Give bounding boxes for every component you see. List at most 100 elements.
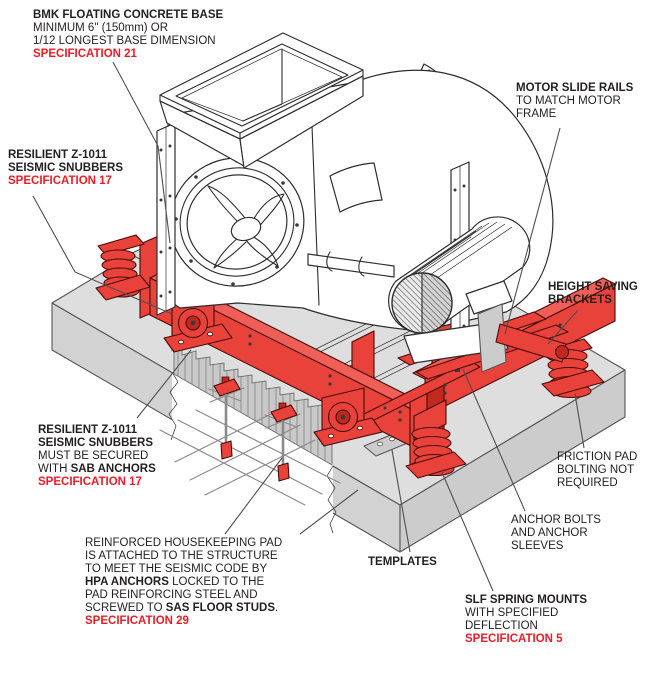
callout-reinforced-housekeeping-pad-line: HPA ANCHORS LOCKED TO THE bbox=[85, 576, 282, 589]
callout-reinforced-housekeeping-pad-line: SCREWED TO SAS FLOOR STUDS. bbox=[85, 602, 282, 615]
drive-shaft bbox=[307, 251, 395, 278]
hpa-anchor bbox=[270, 402, 298, 482]
callout-text: SLF SPRING MOUNTS bbox=[465, 594, 588, 606]
callout-resilient-seismic-snubbers-upper-line: SPECIFICATION 17 bbox=[8, 175, 123, 188]
leader-line-reinforced-housekeeping-pad bbox=[299, 489, 359, 535]
callout-bmk-floating-concrete-base-line: SPECIFICATION 21 bbox=[33, 48, 223, 61]
callout-resilient-seismic-snubbers-upper-line: SEISMIC SNUBBERS bbox=[8, 162, 123, 175]
leader-line-height-saving-brackets bbox=[547, 309, 579, 345]
spring-mount-left bbox=[95, 234, 151, 301]
callout-text: AND ANCHOR bbox=[511, 527, 588, 539]
callout-text: SCREWED TO bbox=[85, 602, 166, 614]
pad-cut-face bbox=[173, 344, 333, 466]
callout-friction-pad-line: FRICTION PAD bbox=[557, 451, 637, 464]
callout-friction-pad-line: BOLTING NOT bbox=[557, 464, 637, 477]
callout-anchor-bolts-line: AND ANCHOR bbox=[511, 527, 601, 540]
callout-text: HPA ANCHORS bbox=[85, 576, 169, 588]
callout-templates: TEMPLATES bbox=[368, 556, 437, 569]
callout-text: SEISMIC SNUBBERS bbox=[38, 437, 154, 449]
callout-text: SPECIFICATION 5 bbox=[465, 633, 563, 645]
callout-text: SAB ANCHORS bbox=[70, 463, 156, 475]
callout-resilient-seismic-snubbers-lower-line: RESILIENT Z-1011 bbox=[38, 424, 156, 437]
height-saving-bracket bbox=[477, 303, 570, 373]
callout-text: WITH bbox=[38, 463, 71, 475]
callout-text: ANCHOR BOLTS bbox=[511, 514, 601, 526]
callout-slf-spring-mounts-line: SLF SPRING MOUNTS bbox=[465, 594, 587, 607]
leader-line-anchor-bolts bbox=[462, 368, 526, 512]
leader-line-templates bbox=[391, 449, 411, 553]
callout-resilient-seismic-snubbers-lower-line: WITH SAB ANCHORS bbox=[38, 463, 156, 476]
callout-text: BRACKETS bbox=[548, 294, 612, 306]
leader-line-resilient-seismic-snubbers-upper bbox=[32, 195, 173, 315]
spring-mount-right bbox=[541, 338, 605, 399]
callout-text: SEISMIC SNUBBERS bbox=[8, 162, 124, 174]
access-door bbox=[329, 162, 383, 213]
callout-text: TO MATCH MOTOR bbox=[516, 95, 621, 107]
support-column-left bbox=[156, 122, 176, 316]
callout-anchor-bolts-line: SLEEVES bbox=[511, 540, 601, 553]
discharge-duct bbox=[159, 32, 364, 169]
leader-line-motor-slide-rails bbox=[504, 127, 561, 335]
leader-line-reinforced-housekeeping-pad bbox=[224, 457, 283, 535]
callout-text: BOLTING NOT bbox=[557, 464, 635, 476]
leader-line-friction-pad bbox=[574, 393, 585, 449]
callout-text: SPECIFICATION 17 bbox=[38, 476, 142, 488]
callout-height-saving-brackets-line: BRACKETS bbox=[548, 294, 638, 307]
spring-mount-front bbox=[405, 399, 467, 479]
leader-line-slf-spring-mounts bbox=[440, 469, 494, 592]
callout-text: FRAME bbox=[516, 108, 557, 120]
callout-text: REQUIRED bbox=[557, 477, 618, 489]
callout-text: HEIGHT SAVING bbox=[548, 281, 638, 293]
callout-bmk-floating-concrete-base-line: MINIMUM 6" (150mm) OR bbox=[33, 22, 223, 35]
callout-text: WITH SPECIFIED bbox=[465, 607, 559, 619]
callout-text: LOCKED TO THE bbox=[168, 576, 265, 588]
callout-text: DEFLECTION bbox=[465, 620, 538, 632]
leader-lines bbox=[32, 61, 585, 592]
callout-text: TO MEET THE SEISMIC CODE BY bbox=[85, 563, 268, 575]
leader-line-bmk-floating-concrete-base bbox=[112, 61, 171, 244]
callout-text: RESILIENT Z-1011 bbox=[38, 424, 138, 436]
callout-text: SAS FLOOR STUDS bbox=[165, 602, 275, 614]
callout-reinforced-housekeeping-pad-line: PAD REINFORCING STEEL AND bbox=[85, 589, 282, 602]
callout-motor-slide-rails-line: TO MATCH MOTOR bbox=[516, 95, 633, 108]
leader-line-resilient-seismic-snubbers-lower bbox=[136, 349, 192, 419]
callout-slf-spring-mounts-line: SPECIFICATION 5 bbox=[465, 633, 587, 646]
seismic-snubber-front bbox=[313, 387, 383, 447]
callout-text: BMK FLOATING CONCRETE BASE bbox=[33, 9, 224, 21]
callout-text: MOTOR SLIDE RAILS bbox=[516, 82, 634, 94]
callout-text: REINFORCED HOUSEKEEPING PAD bbox=[85, 537, 283, 549]
callout-text: IS ATTACHED TO THE STRUCTURE bbox=[85, 550, 278, 562]
callout-text: FRICTION PAD bbox=[557, 451, 638, 463]
callout-motor-slide-rails-line: MOTOR SLIDE RAILS bbox=[516, 82, 633, 95]
callout-text: SLEEVES bbox=[511, 540, 564, 552]
callout-height-saving-brackets-line: HEIGHT SAVING bbox=[548, 281, 638, 294]
callout-text: PAD REINFORCING STEEL AND bbox=[85, 589, 258, 601]
callout-reinforced-housekeeping-pad-line: IS ATTACHED TO THE STRUCTURE bbox=[85, 550, 282, 563]
callout-reinforced-housekeeping-pad-line: REINFORCED HOUSEKEEPING PAD bbox=[85, 537, 282, 550]
callout-text: 1/12 LONGEST BASE DIMENSION bbox=[33, 35, 216, 47]
callout-text: SPECIFICATION 17 bbox=[8, 175, 112, 187]
callout-resilient-seismic-snubbers-lower-line: SPECIFICATION 17 bbox=[38, 476, 156, 489]
callout-motor-slide-rails-line: FRAME bbox=[516, 108, 633, 121]
hpa-anchor bbox=[213, 376, 241, 460]
callout-text: RESILIENT Z-1011 bbox=[8, 149, 108, 161]
callout-reinforced-housekeeping-pad-line: TO MEET THE SEISMIC CODE BY bbox=[85, 563, 282, 576]
fan-inlet-impeller bbox=[169, 157, 305, 287]
callout-anchor-bolts-line: ANCHOR BOLTS bbox=[511, 514, 601, 527]
callout-text: MINIMUM 6" (150mm) OR bbox=[33, 22, 169, 34]
callout-text: MUST BE SECURED bbox=[38, 450, 149, 462]
callout-resilient-seismic-snubbers-lower-line: SEISMIC SNUBBERS bbox=[38, 437, 156, 450]
callout-slf-spring-mounts-line: WITH SPECIFIED bbox=[465, 607, 587, 620]
callout-reinforced-housekeeping-pad-line: SPECIFICATION 29 bbox=[85, 615, 282, 628]
callout-friction-pad-line: REQUIRED bbox=[557, 477, 637, 490]
callout-text: . bbox=[275, 602, 279, 614]
